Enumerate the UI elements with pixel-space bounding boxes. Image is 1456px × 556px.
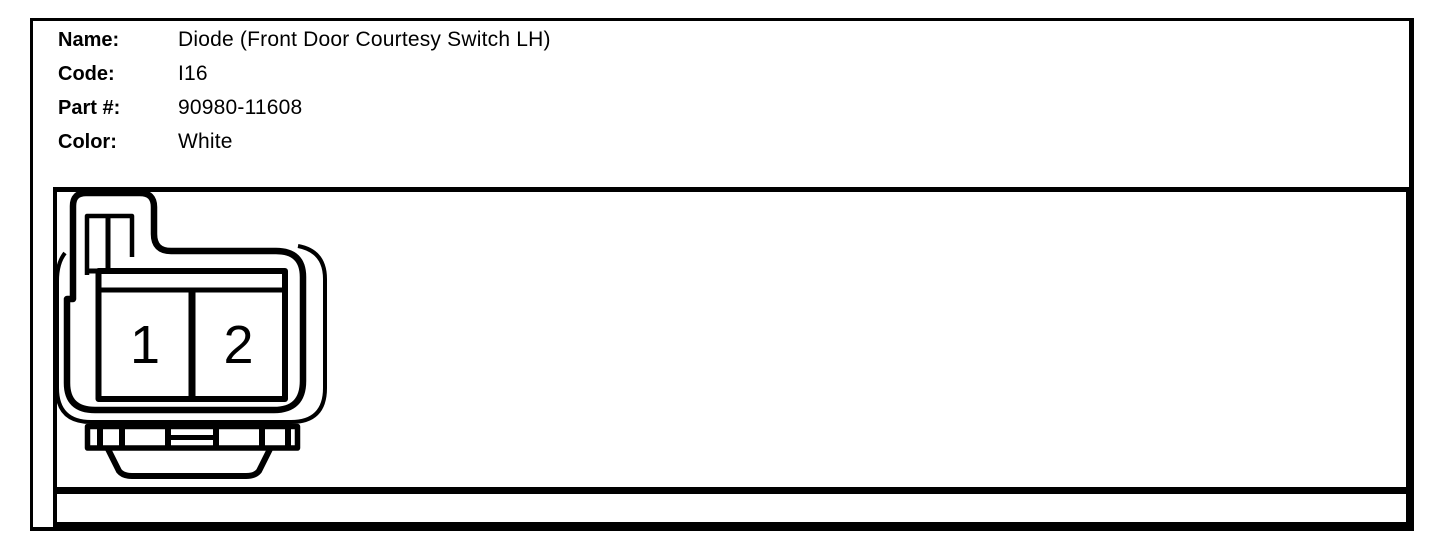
part-number-value: 90980-11608 — [178, 96, 303, 119]
code-value: I16 — [178, 62, 208, 85]
color-value: White — [178, 130, 233, 153]
connector-diagram-panel: 1 2 — [53, 187, 1409, 527]
connector-info-header: Name: Diode (Front Door Courtesy Switch L… — [33, 21, 551, 159]
pin-number-1: 1 — [130, 315, 160, 375]
header-row-code: Code: I16 — [58, 57, 551, 91]
connector-face-diagram: 1 2 — [57, 192, 327, 479]
code-label: Code: — [58, 63, 115, 85]
connector-outer-wall — [57, 244, 327, 424]
pin-number-2: 2 — [223, 315, 253, 375]
page-frame: Name: Diode (Front Door Courtesy Switch L… — [30, 18, 1414, 531]
part-number-label: Part #: — [58, 97, 121, 119]
header-row-part-number: Part #: 90980-11608 — [58, 91, 551, 125]
footer-strip — [57, 494, 1406, 522]
header-row-name: Name: Diode (Front Door Courtesy Switch L… — [58, 23, 551, 57]
panel-divider-line — [57, 487, 1406, 494]
name-label: Name: — [58, 29, 120, 51]
header-row-color: Color: White — [58, 125, 551, 159]
name-value: Diode (Front Door Courtesy Switch LH) — [178, 28, 551, 51]
color-label: Color: — [58, 131, 117, 153]
connector-base-trapezoid — [104, 444, 274, 479]
